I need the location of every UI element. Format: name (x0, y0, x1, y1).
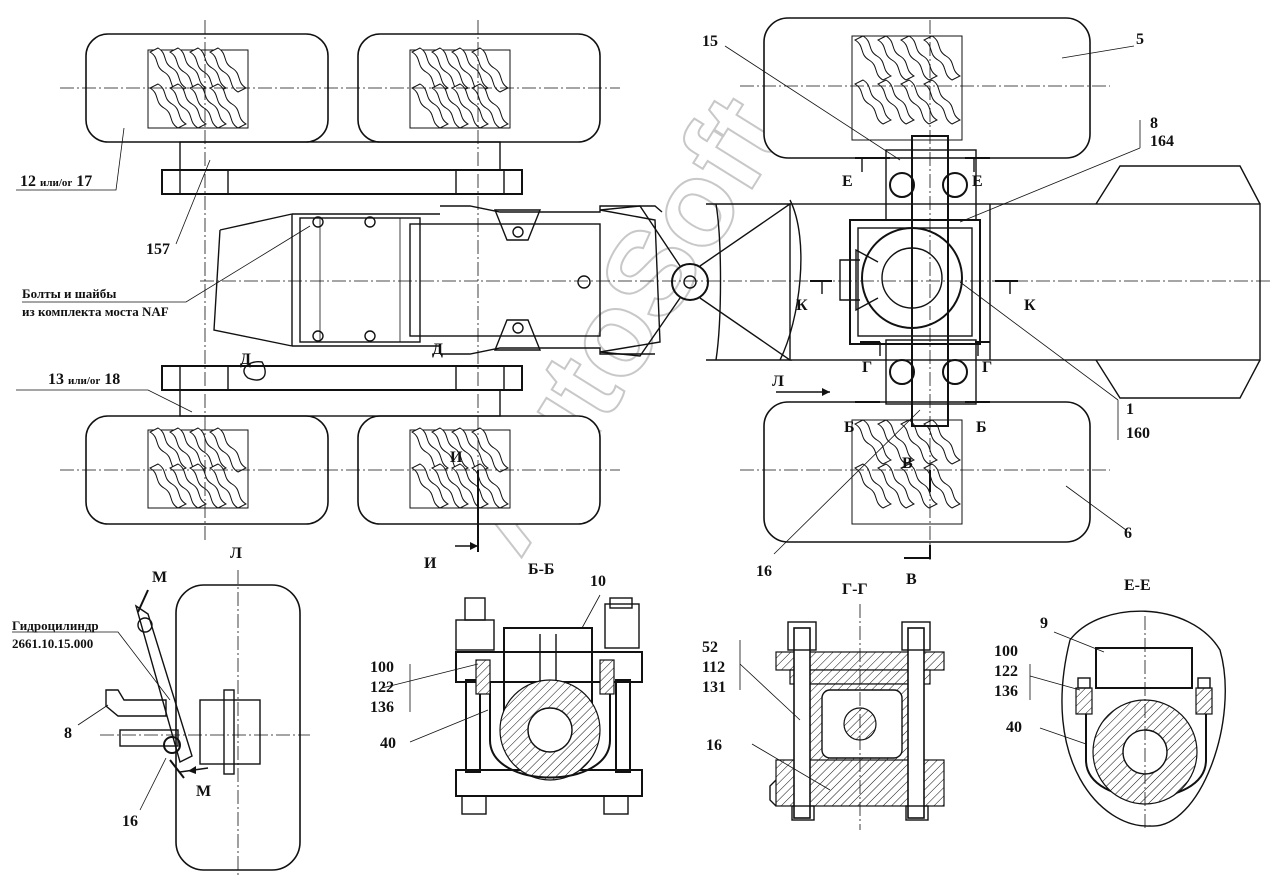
label-m-top: М (152, 569, 167, 586)
label-164: 164 (1150, 133, 1174, 150)
label-40-ee: 40 (1006, 719, 1022, 736)
section-ee-title: Е-Е (1124, 577, 1151, 594)
label-hydrocylinder-code: 2661.10.15.000 (12, 636, 93, 651)
label-157: 157 (146, 241, 170, 258)
label-e-right: Е (972, 173, 983, 190)
label-100-ee: 100 (994, 643, 1018, 660)
section-bb (381, 594, 643, 815)
label-g-left: Г (862, 359, 872, 376)
label-5: 5 (1136, 31, 1144, 48)
label-bolts-line2: из комплекта моста NAF (22, 304, 169, 319)
right-axle-view (740, 17, 1261, 560)
label-10: 10 (590, 573, 606, 590)
label-15: 15 (702, 33, 718, 50)
label-i-bottom: И (424, 555, 437, 572)
label-16-gg: 16 (706, 737, 722, 754)
label-13: 13 или/or 18 (48, 371, 120, 388)
label-8: 8 (1150, 115, 1158, 132)
label-b-left: Б (844, 419, 855, 436)
tread-pattern (147, 47, 511, 509)
section-gg-title: Г-Г (842, 581, 868, 598)
label-b-right: Б (976, 419, 987, 436)
label-16-view-l: 16 (122, 813, 138, 830)
label-8-view-l: 8 (64, 725, 72, 742)
label-9: 9 (1040, 615, 1048, 632)
view-l-title: Л (230, 545, 242, 562)
label-40-bb: 40 (380, 735, 396, 752)
section-gg (739, 604, 945, 830)
label-1: 1 (1126, 401, 1134, 418)
section-bb-title: Б-Б (528, 561, 554, 578)
callout-labels: 5 15 8 164 Е Е К К Г Г Л 1 160 Б Б В В 6… (12, 31, 1174, 830)
label-12: 12 или/or 17 (20, 173, 92, 190)
section-ee (1029, 610, 1226, 830)
label-e-left: Е (842, 173, 853, 190)
label-d-right: Д (432, 341, 443, 358)
leader-lines (16, 45, 1141, 555)
label-131: 131 (702, 679, 726, 696)
label-d-left: Д (240, 351, 251, 368)
label-136-bb: 136 (370, 699, 394, 716)
label-l-arrow: Л (772, 373, 784, 390)
label-122-ee: 122 (994, 663, 1018, 680)
label-hydrocylinder: Гидроцилиндр (12, 618, 99, 633)
label-100-bb: 100 (370, 659, 394, 676)
label-v-bottom: В (906, 571, 917, 588)
label-122-bb: 122 (370, 679, 394, 696)
view-l (12, 570, 310, 875)
label-i-top: И (450, 449, 463, 466)
left-tandem-view (60, 20, 1270, 540)
label-k-right: К (1024, 297, 1036, 314)
label-16-top: 16 (756, 563, 772, 580)
label-160: 160 (1126, 425, 1150, 442)
label-k-left: К (796, 297, 808, 314)
label-6: 6 (1124, 525, 1132, 542)
label-v-top: В (902, 455, 913, 472)
label-g-right: Г (982, 359, 992, 376)
label-52: 52 (702, 639, 718, 656)
label-136-ee: 136 (994, 683, 1018, 700)
label-m-bottom: М (196, 783, 211, 800)
label-112: 112 (702, 659, 725, 676)
label-bolts-line1: Болты и шайбы (22, 286, 116, 301)
